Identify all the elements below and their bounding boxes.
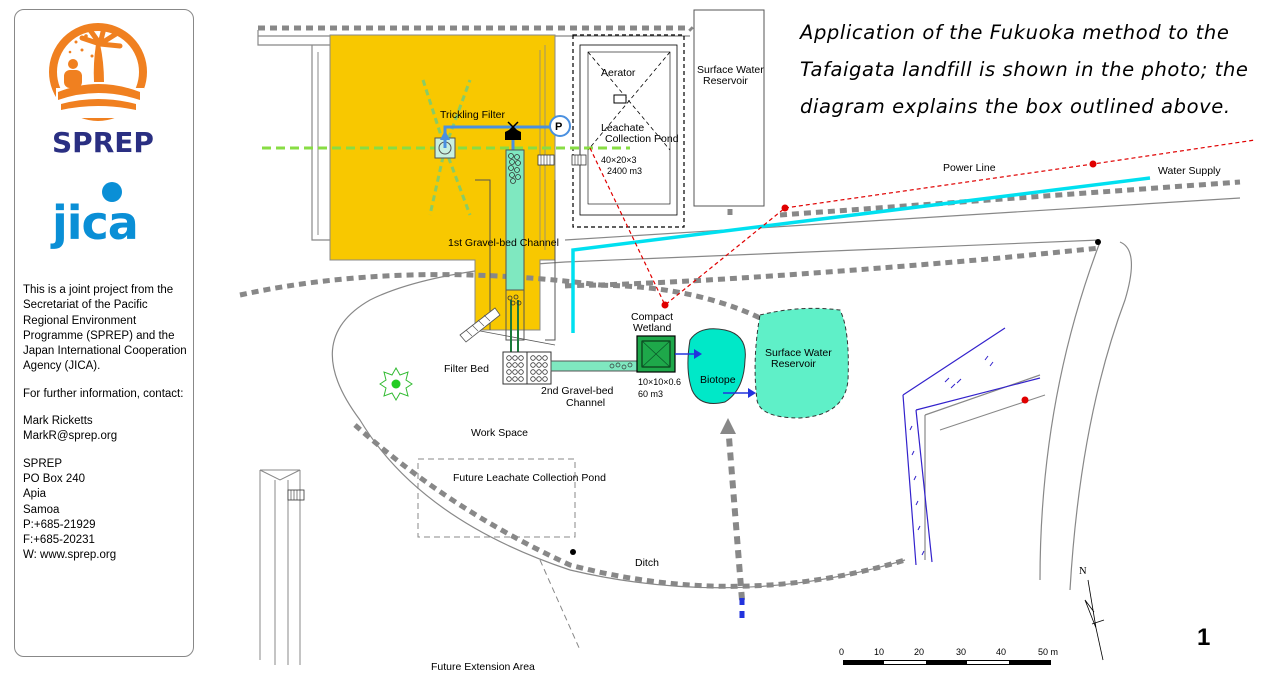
jica-logo-icon [102,182,122,202]
contact-name: Mark Ricketts [23,415,93,428]
country: Samoa [23,503,60,516]
ditch-label: Ditch [635,557,659,569]
caption-line: diagram explains the box outlined above. [800,95,1231,118]
website: W: www.sprep.org [23,549,117,562]
pump-label: P [555,121,562,133]
water-supply-label: Water Supply [1158,165,1221,177]
surface-water-reservoir-label: Surface Water [697,64,764,76]
page-number: 1 [1197,624,1211,651]
gravel-channel-2-label: Channel [566,397,605,409]
sprep-logo-icon [49,23,147,121]
leachate-pond-label: Collection Pond [605,133,679,145]
wetland-volume: 60 m3 [638,389,663,399]
caption-line: Application of the Fukuoka method to the [800,21,1230,44]
scale-tick: 30 [956,647,966,657]
contact-email: MarkR@sprep.org [23,430,118,443]
compact-wetland-label: Compact [631,311,673,323]
about-text-block: This is a joint project from the Secreta… [23,283,188,564]
scale-tick: 40 [996,647,1006,657]
aerator-label: Aerator [601,67,636,79]
gravel-channel-2-label: 2nd Gravel-bed [541,385,614,397]
gravel-channel-1-label: 1st Gravel-bed Channel [448,237,559,249]
caption: Application of the Fukuoka method to the… [800,14,1270,125]
power-line-label: Power Line [943,162,996,174]
biotope-label: Biotope [700,374,736,386]
scale-tick: 10 [874,647,884,657]
scale-tick: 50 m [1038,647,1058,657]
scale-tick: 20 [914,647,924,657]
phone: P:+685-21929 [23,518,96,531]
leachate-pond-label: Leachate [601,122,644,134]
work-space-label: Work Space [471,427,528,439]
po-box: PO Box 240 [23,472,86,485]
wetland-dimensions: 10×10×0.6 [638,377,681,387]
surface-water-reservoir-2-label: Reservoir [771,358,816,370]
caption-line: Tafaigata landfill is shown in the photo… [800,58,1249,81]
city: Apia [23,488,47,501]
jica-wordmark: jica [52,196,139,250]
surface-water-reservoir-2-label: Surface Water [765,347,832,359]
future-extension-label: Future Extension Area [431,661,535,673]
pond-dimensions: 40×20×3 [601,155,637,165]
pond-volume: 2400 m3 [607,166,642,176]
info-heading: For further information, contact: [23,387,184,400]
about-paragraph: This is a joint project from the Secreta… [23,284,187,373]
org-name: SPREP [23,457,62,470]
future-pond-label: Future Leachate Collection Pond [453,472,606,484]
sprep-wordmark: SPREP [52,126,154,159]
trickling-filter-label: Trickling Filter [440,109,505,121]
filter-bed-label: Filter Bed [444,363,489,375]
fax: F:+685-20231 [23,534,95,547]
scale-tick: 0 [839,647,844,657]
compact-wetland-label: Wetland [633,322,671,334]
north-label: N [1079,566,1087,577]
surface-water-reservoir-label: Reservoir [703,75,748,87]
